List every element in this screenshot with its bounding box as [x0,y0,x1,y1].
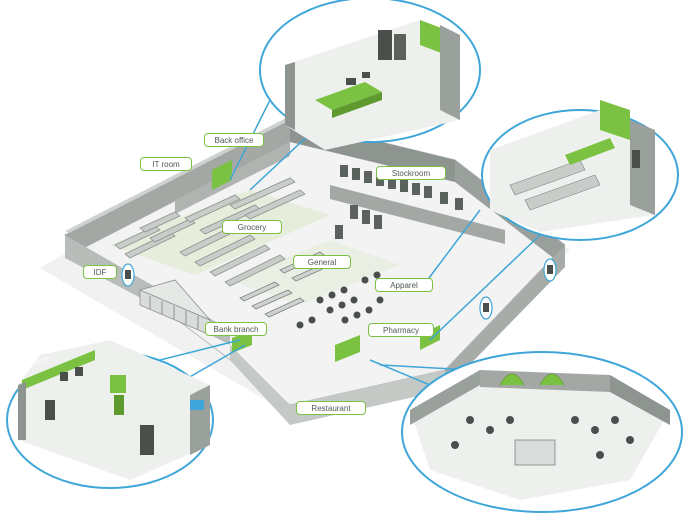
label-general: General [293,255,351,269]
it-room-accent [212,160,232,190]
restaurant-room [410,370,670,500]
stockroom-racks [335,165,463,239]
grocery-shelves [114,177,306,287]
left-back-wall [65,120,290,258]
label-back-office: Back office [204,133,264,147]
office-wall [175,142,290,214]
front-wall-bottom [230,345,445,425]
label-it-room: IT room [140,157,192,171]
front-right-wall [445,245,565,390]
label-pharmacy: Pharmacy [368,323,434,337]
label-idf: IDF [83,265,117,279]
pharmacy-room [490,100,655,232]
bank-room [18,340,210,480]
back-office-room [285,20,460,150]
restaurant-accent [335,335,360,362]
label-grocery: Grocery [222,220,282,234]
label-restaurant: Restaurant [296,401,366,415]
label-stockroom: Stockroom [376,166,446,180]
label-bank-branch: Bank branch [205,322,267,336]
stockroom-wall [330,185,505,244]
label-apparel: Apparel [375,278,433,292]
pharmacy-accent [420,325,440,350]
access-points [121,258,557,320]
